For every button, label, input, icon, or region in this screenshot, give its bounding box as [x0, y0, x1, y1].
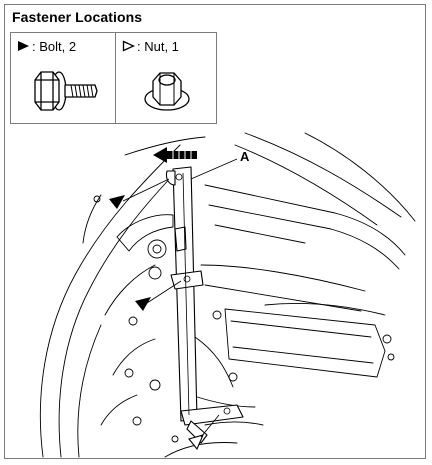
filled-triangle-icon — [18, 41, 29, 51]
bolt-marker-upper — [109, 178, 170, 209]
flange-bolt-icon — [34, 71, 98, 111]
legend-bolt: : Bolt, 2 — [10, 32, 116, 124]
door-outer-edge — [39, 144, 181, 458]
bolt-marker-middle — [135, 280, 182, 311]
center-pillar-brace — [165, 166, 244, 444]
callout-part-a: A — [240, 149, 250, 164]
outline-triangle-icon — [122, 40, 135, 52]
window-regulator-area — [204, 184, 406, 256]
legend-nut-label: : Nut, 1 — [137, 39, 179, 54]
direction-arrow-icon — [153, 147, 197, 163]
figure-title: Fastener Locations — [12, 9, 143, 25]
legend-nut: : Nut, 1 — [115, 32, 217, 124]
flange-nut-icon — [144, 72, 190, 111]
nut-marker-lower — [188, 414, 220, 451]
legend-bolt-label: : Bolt, 2 — [32, 39, 77, 54]
inner-panel — [116, 214, 174, 252]
door-assembly-diagram: A — [39, 132, 416, 458]
